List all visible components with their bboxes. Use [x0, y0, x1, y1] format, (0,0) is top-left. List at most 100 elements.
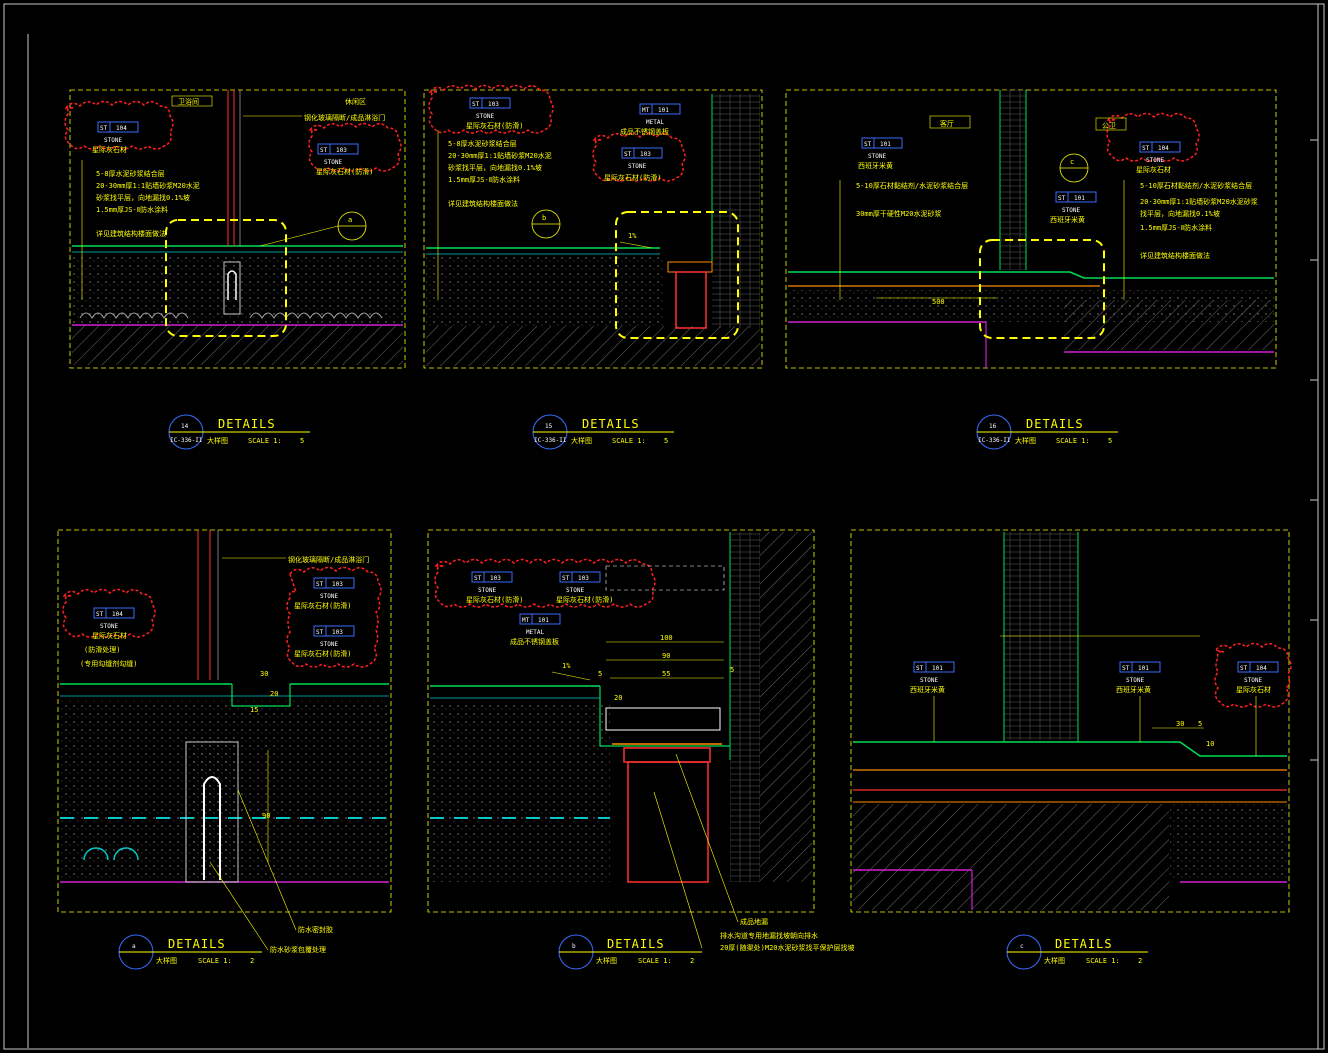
tag-note: (专用勾缝剂勾缝)	[80, 659, 137, 668]
tag-num: 103	[640, 151, 651, 158]
detail-scale: SCALE 1:	[198, 957, 232, 965]
material-tag	[1055, 191, 1097, 203]
svg-text:砂浆找平层，向地漏找0.1%坡: 砂浆找平层，向地漏找0.1%坡	[448, 163, 542, 172]
detail-subtitle: 大样图	[571, 436, 592, 445]
zoom-box-b	[615, 211, 739, 339]
detail-subtitle: 大样图	[156, 956, 177, 965]
tag-material: METAL	[526, 629, 544, 636]
room-label: 客厅	[940, 119, 954, 128]
revision-cloud	[308, 122, 402, 172]
detail-scale: SCALE 1:	[1086, 957, 1120, 965]
tag-material: STONE	[628, 163, 646, 170]
material-tag	[1119, 661, 1161, 673]
detail-15: ST 103 STONE 星际灰石材(防滑) MT 101 METAL 成品不锈…	[423, 84, 763, 450]
tag-material: STONE	[868, 153, 886, 160]
tag-num: 103	[488, 101, 499, 108]
tag-num: 101	[658, 107, 669, 114]
detail-title: DETAILS	[607, 937, 665, 951]
viewport-frame	[69, 89, 406, 369]
detail-scale-value: 2	[690, 957, 694, 965]
tag-num: 101	[880, 141, 891, 148]
detail-ref: IC-336-II	[978, 437, 1011, 444]
svg-text:20: 20	[614, 694, 622, 702]
detail-number: 14	[181, 423, 189, 430]
detail-a: ST 104 STONE 星际灰石材 (防滑处理) (专用勾缝剂勾缝) ST 1…	[57, 529, 392, 970]
detail-scale: SCALE 1:	[1056, 437, 1090, 445]
detail-scale: SCALE 1:	[248, 437, 282, 445]
detail-14: 卫浴间 休闲区 ST 104 STONE 星际灰石材 ST 103 STONE …	[64, 89, 406, 450]
tag-num: 104	[116, 125, 127, 132]
material-tag	[1139, 141, 1181, 153]
tag-material: STONE	[566, 587, 584, 594]
section-marker-letter: b	[542, 214, 546, 222]
tag-code: ST	[864, 141, 872, 148]
tag-code: ST	[1142, 145, 1150, 152]
zoom-box-c	[979, 239, 1105, 339]
tag-material: STONE	[1146, 157, 1164, 164]
dimension-label: 15	[250, 706, 258, 714]
tag-code: ST	[474, 575, 482, 582]
tag-finish: 星际灰石材(防滑)	[556, 595, 613, 604]
slope-label: 1%	[628, 232, 637, 240]
viewport-frame	[785, 89, 1277, 369]
tag-material: STONE	[476, 113, 494, 120]
viewport-frame	[850, 529, 1290, 913]
callout: 钢化玻璃隔断/成品淋浴门	[288, 555, 369, 564]
viewport-frame	[57, 529, 392, 913]
tag-material: METAL	[646, 119, 664, 126]
svg-text:30mm厚干硬性M20水泥砂浆: 30mm厚干硬性M20水泥砂浆	[856, 209, 942, 218]
dimension-label: 90	[262, 812, 270, 820]
material-tag	[469, 97, 511, 109]
tag-code: ST	[316, 629, 324, 636]
tag-material: STONE	[478, 587, 496, 594]
detail-ref: IC-336-II	[534, 437, 567, 444]
tag-finish: 星际灰石材	[92, 631, 127, 640]
tag-code: ST	[624, 151, 632, 158]
tag-finish: 星际灰石材	[1236, 685, 1271, 694]
dimension-label: 5	[1198, 720, 1202, 728]
room-label: 公卫	[1102, 122, 1116, 130]
revision-cloud	[1214, 642, 1292, 708]
svg-text:5: 5	[598, 670, 602, 678]
detail-scale: SCALE 1:	[612, 437, 646, 445]
material-tag	[861, 137, 903, 149]
tag-material: STONE	[324, 159, 342, 166]
section-marker-letter: a	[348, 216, 352, 224]
tag-code: ST	[100, 125, 108, 132]
detail-number: a	[132, 943, 136, 950]
detail-number: 16	[989, 423, 997, 430]
material-tag	[639, 103, 681, 115]
callout: 防水砂浆包覆处理	[270, 945, 326, 954]
svg-text:找平层，向地漏找0.1%坡: 找平层，向地漏找0.1%坡	[1140, 209, 1220, 218]
tag-code: ST	[562, 575, 570, 582]
tag-code: ST	[316, 581, 324, 588]
layer-notes: 5-8厚水泥砂浆结合层 20-30mm厚1:1贴墙砂浆M20水泥 砂浆找平层，向…	[437, 130, 552, 300]
tag-code: ST	[1240, 665, 1248, 672]
room-label: 休闲区	[345, 97, 366, 106]
tag-code: ST	[1058, 195, 1066, 202]
revision-cloud	[434, 558, 656, 608]
tag-code: ST	[96, 611, 104, 618]
viewport-frame	[427, 529, 815, 913]
svg-text:5-8厚水泥砂浆结合层: 5-8厚水泥砂浆结合层	[96, 169, 165, 178]
material-tag	[1237, 661, 1279, 673]
detail-number: c	[1020, 943, 1024, 950]
material-tag	[313, 577, 355, 589]
tag-finish: 西班牙米黄	[1050, 215, 1085, 224]
tag-num: 101	[932, 665, 943, 672]
material-tag	[519, 613, 561, 625]
tag-code: ST	[1122, 665, 1130, 672]
dimension-label: 30	[1176, 720, 1184, 728]
tag-material: STONE	[104, 137, 122, 144]
svg-text:5-10厚石材黏结剂/水泥砂浆结合层: 5-10厚石材黏结剂/水泥砂浆结合层	[1140, 181, 1252, 190]
revision-cloud	[592, 132, 686, 182]
tag-finish: 星际灰石材(防滑)	[294, 601, 351, 610]
tag-num: 103	[332, 629, 343, 636]
viewport-frame	[423, 89, 763, 369]
dimension-label: 20	[270, 690, 278, 698]
tag-material: STONE	[320, 593, 338, 600]
tag-finish: 星际灰石材(防滑)	[466, 595, 523, 604]
svg-text:砂浆找平层，向地漏找0.1%坡: 砂浆找平层，向地漏找0.1%坡	[96, 193, 190, 202]
tag-code: MT	[522, 617, 530, 624]
tag-finish: 西班牙米黄	[1116, 685, 1151, 694]
